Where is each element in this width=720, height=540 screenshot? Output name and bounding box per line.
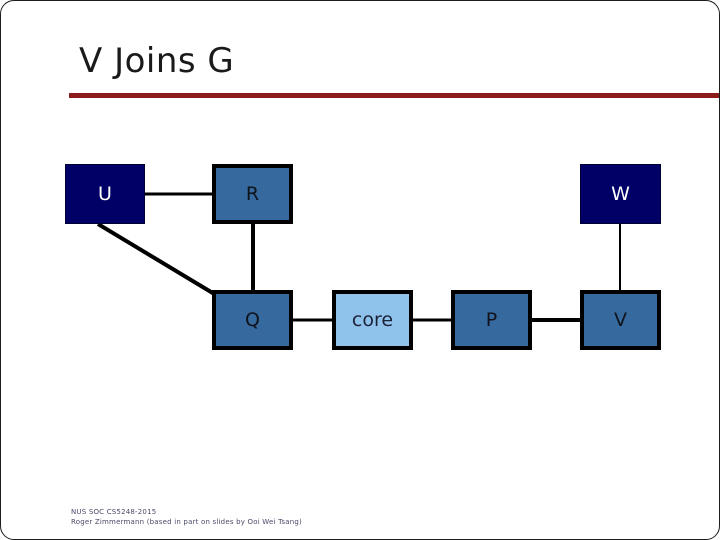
graph-node-r[interactable]: R — [212, 164, 293, 224]
graph-node-p[interactable]: P — [451, 290, 532, 350]
graph-node-label: core — [351, 308, 394, 331]
footer-course-line: NUS SOC CS5248-2015 — [71, 508, 157, 516]
title-underline-rule — [69, 93, 719, 98]
page-title: V Joins G — [79, 41, 235, 81]
graph-node-u[interactable]: U — [65, 164, 145, 224]
graph-node-v[interactable]: V — [580, 290, 661, 350]
graph-node-label: V — [614, 308, 627, 331]
graph-node-label: U — [98, 182, 112, 205]
footer-author-line: Roger Zimmermann (based in part on slide… — [71, 518, 302, 527]
graph-edge-u-q — [96, 222, 218, 297]
graph-node-label: R — [245, 182, 260, 205]
slide-footer: NUS SOC CS5248-2015 Roger Zimmermann (ba… — [71, 507, 302, 527]
graph-node-q[interactable]: Q — [212, 290, 293, 350]
graph-node-core[interactable]: core — [332, 290, 413, 350]
graph-node-label: Q — [245, 308, 260, 331]
graph-node-w[interactable]: W — [580, 164, 661, 224]
graph-node-label: P — [485, 308, 498, 331]
graph-node-label: W — [611, 182, 630, 205]
